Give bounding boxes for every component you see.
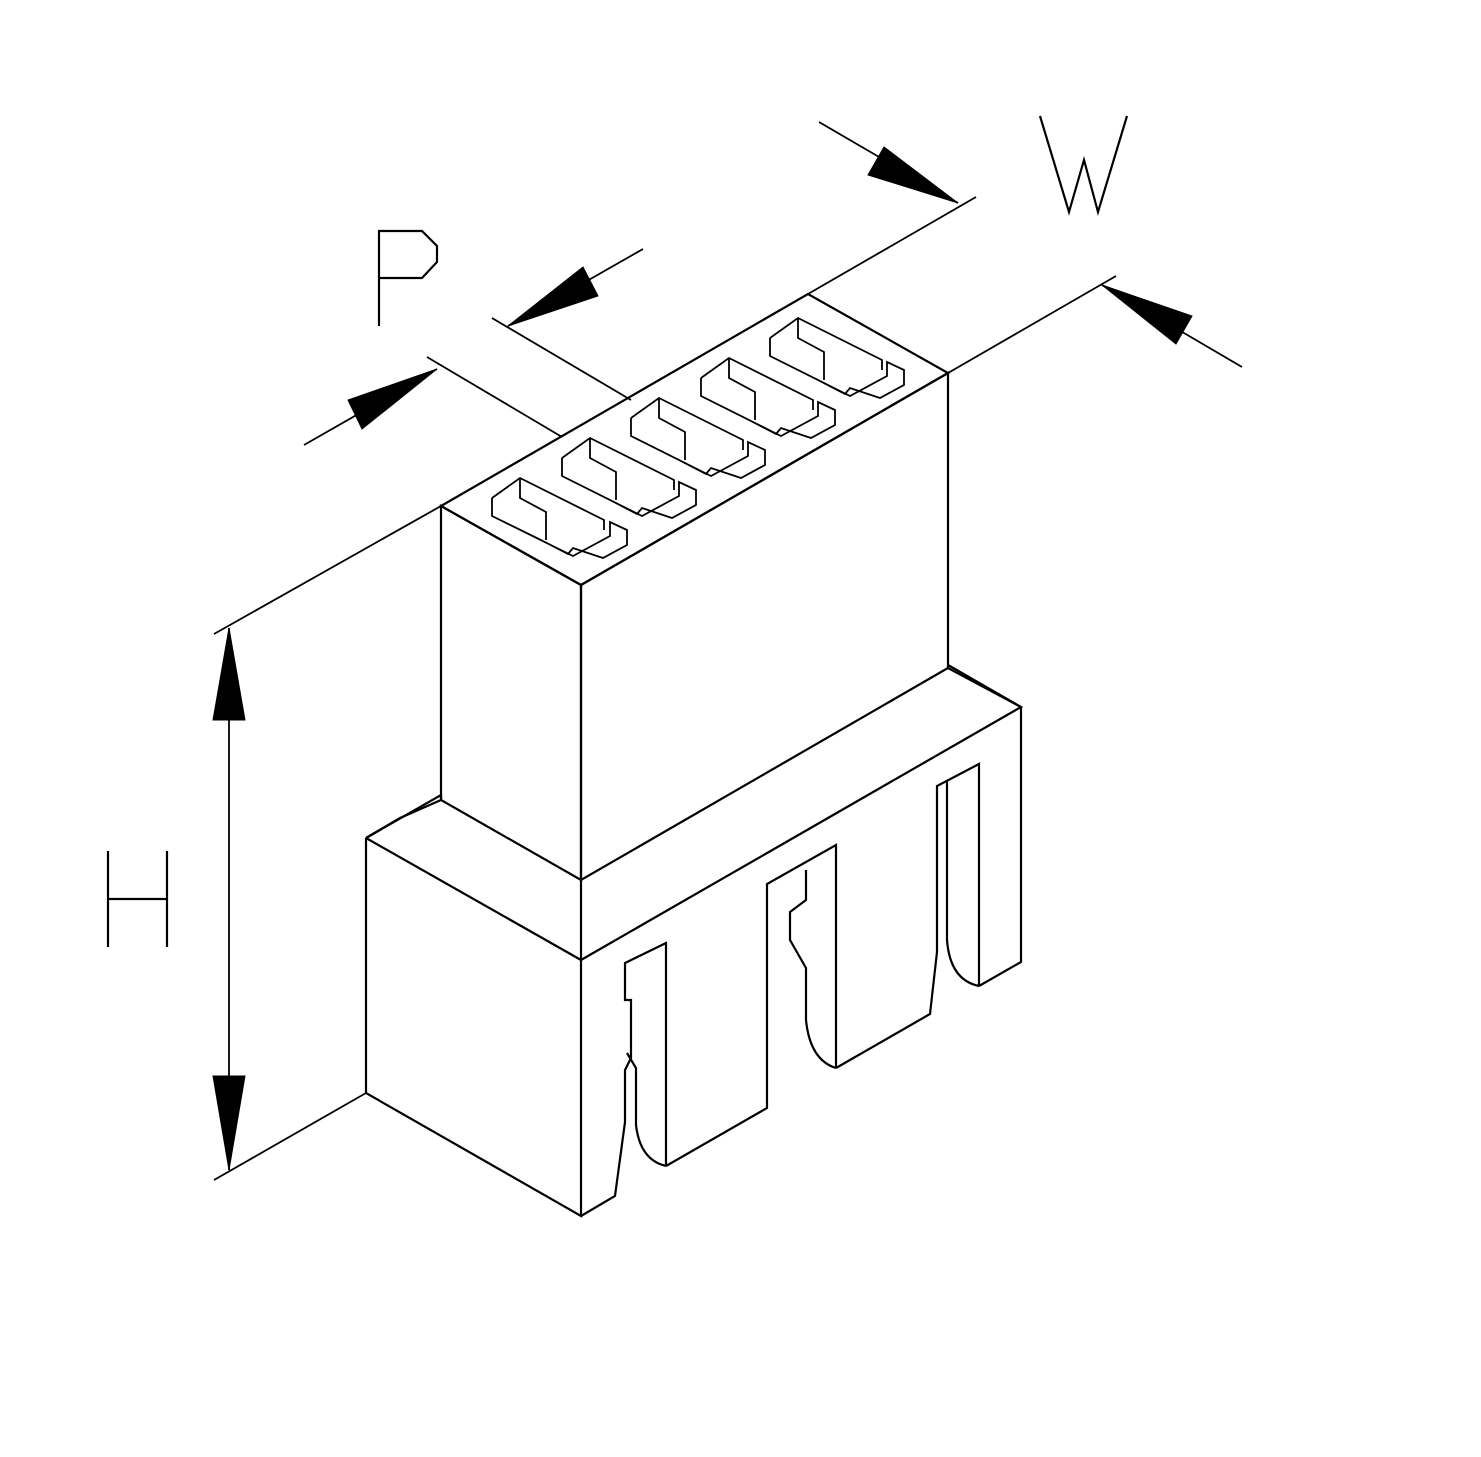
socket-opening — [561, 436, 697, 519]
socket-opening — [630, 396, 766, 479]
socket-openings — [491, 316, 905, 559]
upper-front-face — [439, 504, 583, 882]
width-label: W — [1040, 211, 1041, 213]
socket-opening — [700, 356, 836, 439]
width-arrow-top — [867, 146, 959, 204]
lower-top-front-edge — [365, 837, 582, 961]
socket-opening — [769, 316, 905, 399]
width-arrow-bottom — [1101, 284, 1193, 345]
lower-ledge-right — [580, 664, 1024, 961]
lower-body — [364, 664, 1024, 1218]
width-label-glyph — [1038, 115, 1129, 217]
height-arrow-bottom — [212, 1075, 246, 1171]
pitch-arrow-left — [347, 368, 438, 430]
pitch-label-glyph — [377, 229, 439, 326]
slot-1 — [665, 843, 838, 1167]
pitch-arrow-right — [507, 266, 599, 327]
socket-opening — [491, 476, 628, 559]
width-dimension: W — [807, 115, 1243, 374]
height-arrow-top — [212, 627, 246, 721]
lower-front-face — [364, 838, 583, 1218]
top-face — [438, 292, 951, 587]
slot-2 — [835, 762, 981, 1069]
lower-right-face — [580, 941, 668, 1217]
pitch-dimension: P — [303, 229, 644, 446]
height-dimension: H — [106, 505, 442, 1181]
height-label-glyph — [106, 851, 169, 947]
